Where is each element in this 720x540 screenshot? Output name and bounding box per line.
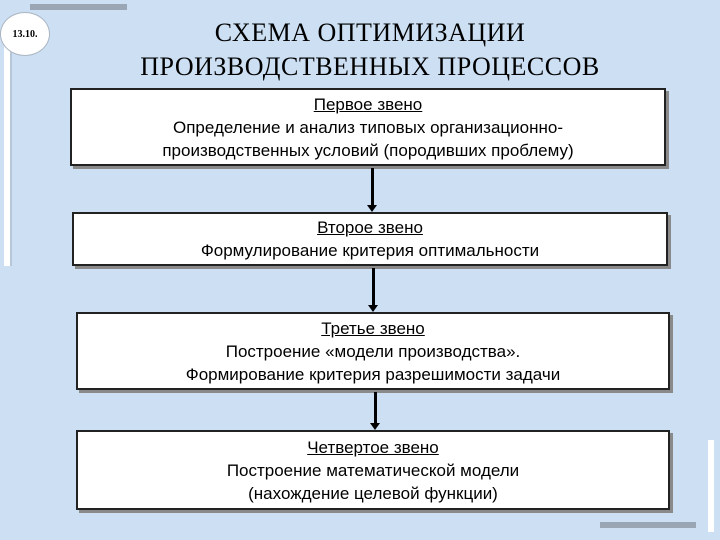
step-box-1: Первое звено Определение и анализ типовы… xyxy=(70,88,666,166)
step-box-4: Четвертое звено Построение математическо… xyxy=(76,430,670,510)
step-2-line-1: Формулирование критерия оптимальности xyxy=(200,241,540,260)
decorative-bar-left xyxy=(4,30,10,266)
step-4-line-2: (нахождение целевой функции) xyxy=(248,483,498,503)
slide-title: СХЕМА ОПТИМИЗАЦИИ ПРОИЗВОДСТВЕННЫХ ПРОЦЕ… xyxy=(70,16,670,84)
step-1-line-1: Определение и анализ типовых организацио… xyxy=(173,117,563,137)
step-3-heading: Третье звено xyxy=(321,318,425,338)
step-3-line-1: Построение «модели производства». xyxy=(225,341,521,361)
step-4-heading: Четвертое звено xyxy=(307,437,439,457)
step-box-2: Второе звено Формулирование критерия опт… xyxy=(72,212,668,266)
decorative-bar-right xyxy=(708,440,714,532)
arrow-down-1 xyxy=(367,168,377,212)
step-3-line-2: Формирование критерия разрешимости задач… xyxy=(185,364,561,384)
arrow-down-2 xyxy=(368,268,378,312)
decorative-bar-top xyxy=(30,4,127,10)
step-1-heading: Первое звено xyxy=(313,94,423,114)
arrow-down-3 xyxy=(370,392,380,430)
decorative-bar-left-shadow xyxy=(10,30,12,266)
slide-number-badge: 13.10. xyxy=(0,12,50,56)
step-2-heading: Второе звено xyxy=(317,218,423,237)
title-line-1: СХЕМА ОПТИМИЗАЦИИ xyxy=(214,18,526,47)
decorative-bar-bottom xyxy=(600,522,696,528)
step-4-line-1: Построение математической модели xyxy=(226,460,520,480)
step-1-line-2: производственных условий (породивших про… xyxy=(162,140,574,160)
title-line-2: ПРОИЗВОДСТВЕННЫХ ПРОЦЕССОВ xyxy=(140,52,600,81)
step-box-3: Третье звено Построение «модели производ… xyxy=(76,312,670,390)
